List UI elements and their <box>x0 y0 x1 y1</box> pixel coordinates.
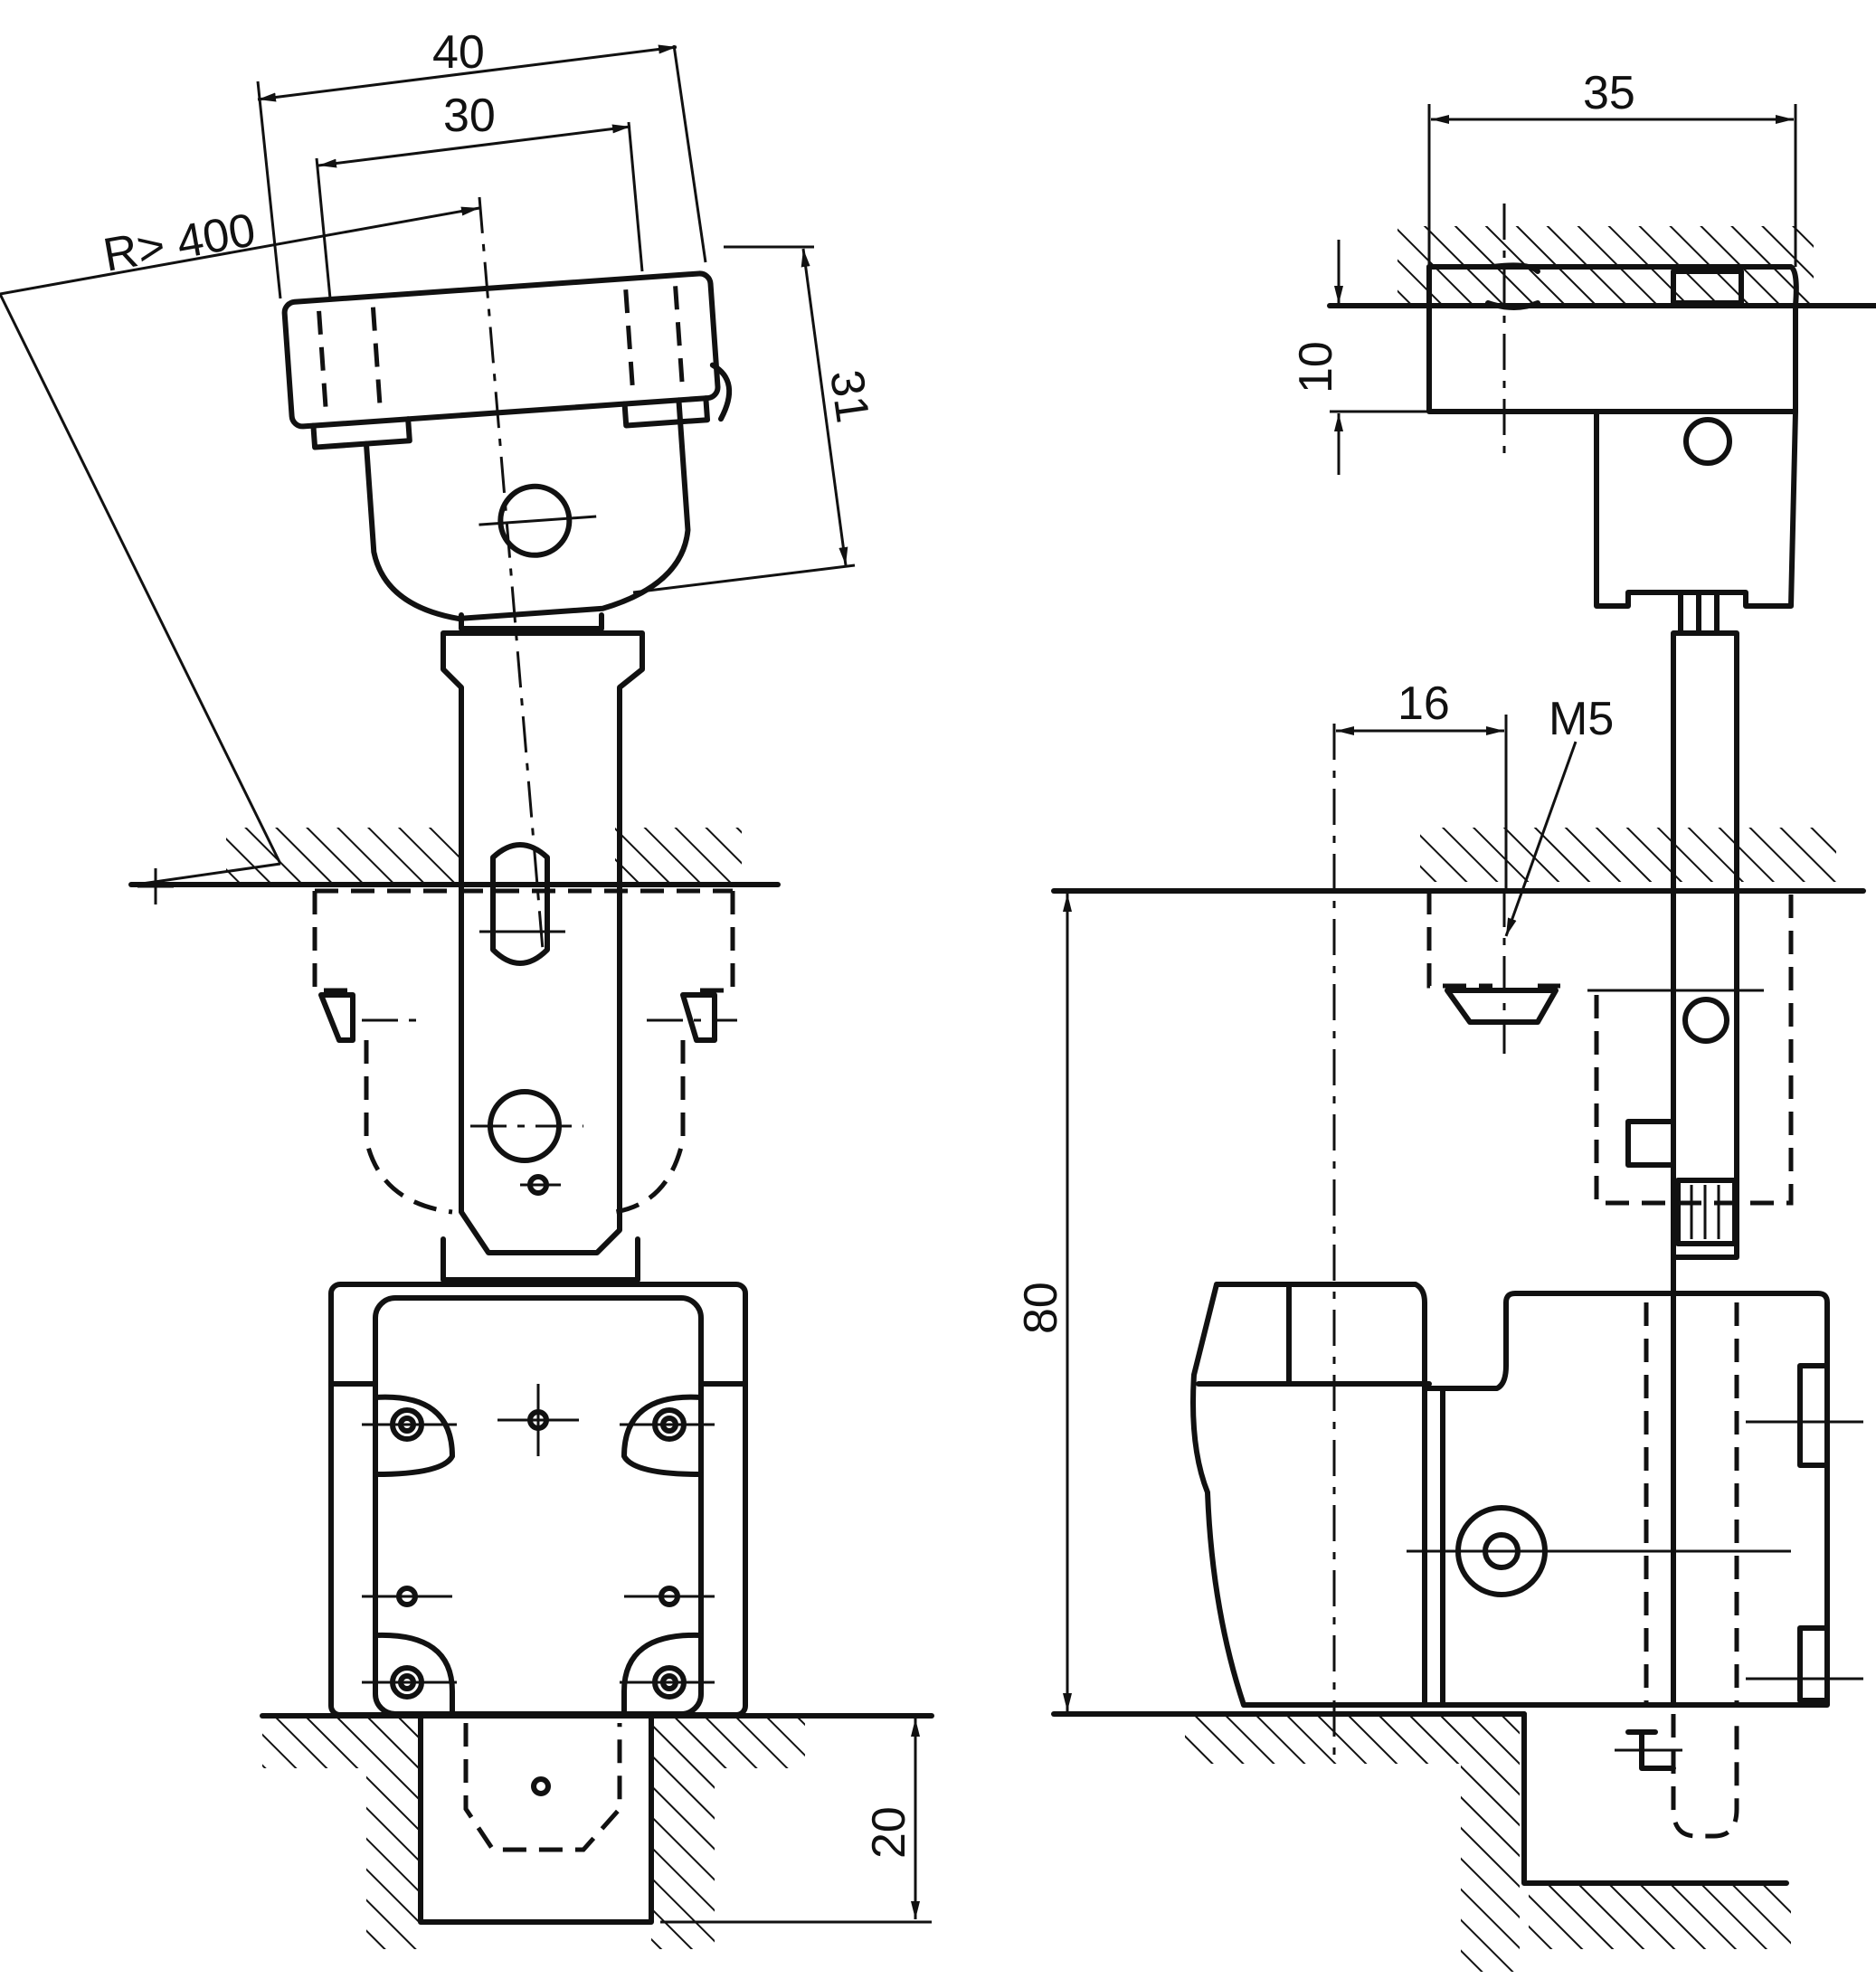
radius-leader: R> 400 <box>0 204 480 886</box>
side-mid-wall <box>1051 828 1866 1054</box>
dimension-80-label: 80 <box>1015 1282 1067 1334</box>
radius-label: R> 400 <box>99 204 260 281</box>
switch-body-side <box>1190 724 1863 1759</box>
dimension-16-label: 16 <box>1398 677 1450 730</box>
dimension-10: 10 <box>1290 240 1429 475</box>
front-view: R> 400 40 30 31 20 <box>0 26 934 1949</box>
dimension-30-label: 30 <box>443 90 496 142</box>
side-view: 35 10 16 M5 80 <box>1015 67 1876 1972</box>
front-hidden-outline <box>312 888 737 1215</box>
dimension-10-label: 10 <box>1290 341 1342 393</box>
dimension-80: 80 <box>1015 889 1176 1716</box>
switch-body-front <box>328 1236 748 1718</box>
thread-leader: M5 <box>1504 693 1614 937</box>
screw-bosses <box>362 1384 715 1717</box>
dimension-40: 40 <box>256 26 707 299</box>
actuator-head <box>281 270 733 621</box>
side-actuator-rod <box>1594 590 1794 1260</box>
dimension-16: 16 <box>1336 677 1508 891</box>
dimension-20-label: 20 <box>863 1806 915 1859</box>
front-bottom-wall <box>260 1713 934 1949</box>
dimension-31-label: 31 <box>820 367 878 426</box>
dimension-30: 30 <box>315 90 644 299</box>
side-bottom-wall <box>1051 1711 1791 1972</box>
dimension-20: 20 <box>660 1719 932 1924</box>
front-top-wall-hatch <box>128 828 781 904</box>
dimension-31: 31 <box>632 245 879 594</box>
actuator-tongue <box>441 196 645 1255</box>
dimension-35-label: 35 <box>1583 67 1635 119</box>
side-top-wall-hatch <box>1327 204 1876 609</box>
dimension-35: 35 <box>1427 67 1797 267</box>
dimension-40-label: 40 <box>432 26 485 79</box>
thread-label: M5 <box>1549 693 1614 745</box>
